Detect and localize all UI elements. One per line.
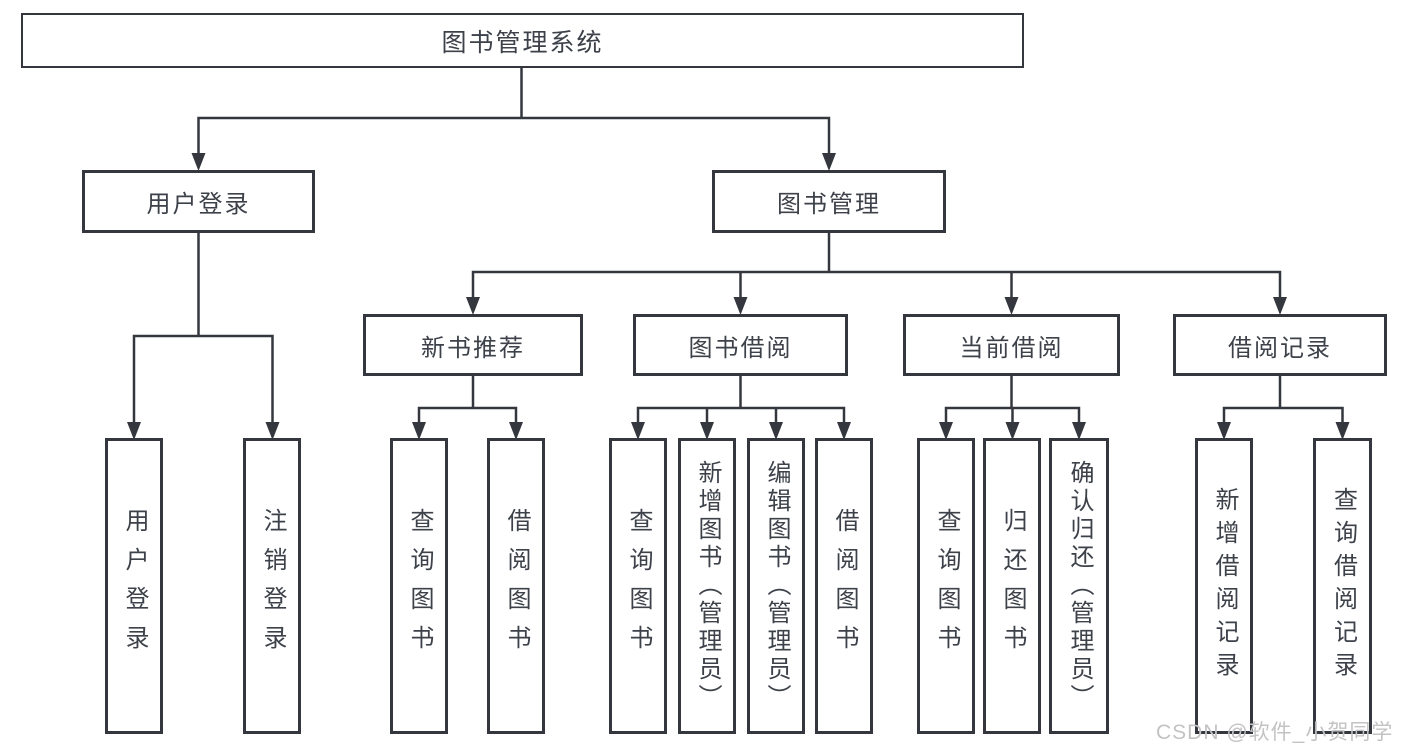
node-label: 图书借阅: [688, 334, 793, 362]
arrow-down-icon: [191, 153, 206, 171]
leaf-label: 查询图书: [625, 508, 652, 664]
node-label: 用户登录: [146, 191, 251, 218]
node-book-borrowing: 图书借阅: [633, 314, 848, 376]
node-current-borrowing: 当前借阅: [903, 314, 1120, 376]
leaf-current-confirm-return-admin: 确认归还（管理员）: [1049, 438, 1109, 734]
node-library-management-system: 图书管理系统: [21, 13, 1024, 68]
node-label: 当前借阅: [959, 334, 1064, 362]
leaf-newbook-borrow-books: 借阅图书: [487, 438, 545, 734]
leaf-borrow-query-books: 查询图书: [609, 438, 667, 734]
arrow-down-icon: [822, 153, 836, 171]
leaf-label: 归还图书: [999, 508, 1026, 664]
leaf-current-return-books: 归还图书: [983, 438, 1041, 734]
leaf-label: 查询借阅记录: [1329, 487, 1357, 685]
leaf-records-add-borrow-record: 新增借阅记录: [1195, 438, 1253, 734]
node-label: 新书推荐: [421, 334, 525, 362]
watermark: CSDN @软件_小贺同学: [1156, 721, 1394, 744]
arrow-down-icon: [466, 297, 480, 315]
node-book-management: 图书管理: [712, 170, 946, 233]
leaf-label: 借阅图书: [503, 508, 530, 664]
leaf-label: 新增图书（管理员）: [694, 460, 721, 712]
leaf-label: 编辑图书（管理员）: [763, 460, 790, 712]
leaf-label: 确认归还（管理员）: [1066, 460, 1093, 712]
leaf-label: 新增借阅记录: [1211, 487, 1238, 685]
leaf-label: 注销登录: [259, 508, 286, 664]
leaf-borrow-borrow-books: 借阅图书: [815, 438, 873, 734]
arrow-down-icon: [1273, 297, 1287, 315]
leaf-label: 用户登录: [121, 508, 148, 664]
node-label: 图书管理: [777, 191, 881, 218]
node-user-login: 用户登录: [82, 170, 315, 233]
leaf-records-query-borrow-record: 查询借阅记录: [1313, 438, 1372, 734]
leaf-logout: 注销登录: [243, 438, 301, 734]
leaf-newbook-query-books: 查询图书: [390, 438, 448, 734]
arrow-down-icon: [733, 297, 748, 315]
leaf-label: 查询图书: [933, 508, 960, 664]
node-borrowing-records: 借阅记录: [1173, 314, 1387, 376]
node-label: 图书管理系统: [441, 28, 604, 57]
arrow-down-icon: [1004, 297, 1019, 315]
leaf-borrow-add-books-admin: 新增图书（管理员）: [678, 438, 736, 734]
node-label: 借阅记录: [1228, 334, 1332, 362]
leaf-current-query-books: 查询图书: [917, 438, 975, 734]
leaf-label: 查询图书: [406, 508, 433, 664]
leaf-user-login: 用户登录: [105, 438, 163, 734]
leaf-label: 借阅图书: [831, 508, 858, 664]
node-new-book-recommendation: 新书推荐: [363, 314, 583, 376]
leaf-borrow-edit-books-admin: 编辑图书（管理员）: [747, 438, 805, 734]
